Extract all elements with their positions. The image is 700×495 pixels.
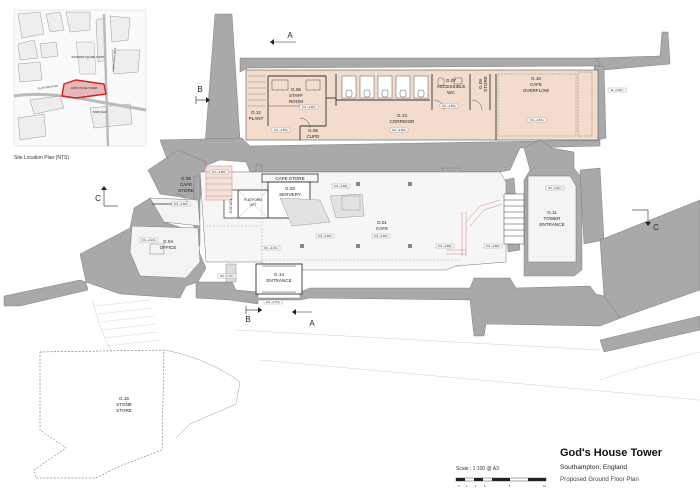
level-tag: FFL +3.88m: [334, 184, 348, 188]
section-a-label: A: [309, 319, 315, 328]
entrance-lobby: [225, 263, 303, 295]
level-tag: FFL +3.88m: [442, 104, 456, 108]
scale-mark: 0: [458, 485, 460, 488]
section-a-label: A: [287, 31, 293, 40]
room-name: CAFE STORE: [275, 176, 304, 181]
room-code: G.10: [531, 76, 541, 81]
room-name: OVERFLOW: [523, 88, 550, 93]
site-boundary: [61, 79, 107, 99]
scale-mark: 10: [543, 485, 546, 488]
level-tag: FFL +3.88m: [530, 118, 544, 122]
level-tag: FFL +3.88m: [302, 105, 316, 109]
room-name: ENTRANCE: [266, 278, 291, 283]
room-name: STONE: [116, 402, 132, 407]
section-b-top: [195, 96, 210, 104]
level-tag: FFL +3.88m: [392, 128, 406, 132]
scale-mark: 5: [509, 485, 511, 488]
location-plan-caption: Site Location Plan (NTS): [14, 155, 69, 161]
room-code: G.01: [377, 220, 387, 225]
room-name: ACCESSIBLE: [437, 84, 466, 89]
room-name: G.02 WCs: [229, 198, 233, 213]
room-name: STORE: [116, 408, 132, 413]
room-code: G.04: [163, 239, 173, 244]
section-c-right: [632, 209, 651, 226]
title-block: God's House Tower Southampton, England P…: [455, 447, 663, 488]
scale-mark: 2: [475, 485, 477, 488]
section-c-left: [101, 186, 118, 207]
section-b-label: B: [245, 315, 250, 324]
section-a-top: [270, 39, 296, 45]
room-name: TOWER: [543, 216, 561, 221]
level-tags: FFL +3.88m FFL +3.88m FFL +3.88m FFL +3.…: [139, 87, 627, 304]
level-tag: FFL +3.88m: [212, 170, 226, 174]
room-name: STORE: [483, 76, 488, 92]
room-code: G.14: [274, 272, 284, 277]
section-b-bottom: [245, 306, 262, 314]
room-code: G.03: [285, 186, 295, 191]
room-name: ROOM: [289, 99, 303, 104]
drawing-name: Proposed Ground Floor Plan: [560, 476, 639, 483]
room-name: WC: [447, 90, 455, 95]
room-name: CAFE: [530, 82, 542, 87]
scale-bar: [455, 477, 547, 482]
room-code: G.15: [119, 396, 129, 401]
room-labels: G.06 STAFF ROOM G.12 PLANT G.08 CUPD G.1…: [116, 76, 565, 413]
room-name: CAFE: [180, 182, 192, 187]
scale-mark: 1: [466, 485, 468, 488]
level-tag: FFL +3.88m: [438, 244, 452, 248]
drawing-location: Southampton, England: [560, 464, 627, 471]
scale-mark: 3: [484, 485, 486, 488]
room-name: STAFF: [289, 93, 303, 98]
room-name: STORE: [178, 188, 194, 193]
site-context-lines: [235, 329, 700, 401]
room-code: G.08: [308, 128, 318, 133]
room-name: LIFT: [250, 203, 257, 207]
road-label: TOWN QUAY: [93, 111, 108, 114]
room-name: CORRIDOR: [389, 119, 415, 124]
section-a-bottom: [292, 309, 312, 315]
room-code: G.07: [446, 78, 456, 83]
section-markers: [101, 39, 651, 315]
room-name: PLANT: [249, 116, 264, 121]
stone-store: [33, 299, 241, 479]
room-code: G.05: [181, 176, 191, 181]
cafe-floor: [199, 165, 577, 271]
room-code: G.09: [478, 79, 483, 89]
room-name: SERVERY: [279, 192, 301, 197]
site-location-plan: GOD'S HOUSE TOWER RICHARD'S SQUARE COURT…: [13, 9, 147, 161]
level-tag: FFL +3.40m: [142, 238, 156, 242]
level-tag: FFL +3.88m: [274, 128, 288, 132]
proposed-upper-block: [245, 69, 599, 141]
room-name: PLATFORM: [244, 198, 262, 202]
room-name: CAFE: [376, 226, 388, 231]
scale-label: Scale : 1:100 @ A3: [456, 466, 499, 472]
level-tag: FFL +3.88m: [374, 234, 388, 238]
level-tag: EL +3.95m: [611, 88, 624, 92]
room-code: G.13: [397, 113, 407, 118]
section-c-label: C: [95, 194, 101, 203]
road-label: LOWER CANAL WALK: [112, 47, 117, 72]
section-b-label: B: [197, 85, 202, 94]
level-tag: EX +3.82m: [549, 186, 562, 190]
site-label: GOD'S HOUSE TOWER: [71, 87, 97, 90]
court-label: RICHARD'S SQUARE COURT: [72, 56, 105, 59]
level-tag: FFL +3.88m: [318, 234, 332, 238]
room-name: OFFICE: [160, 245, 177, 250]
level-tag: FFL +3.40m: [264, 246, 278, 250]
drawing-title: God's House Tower: [560, 447, 663, 459]
room-code: G.06: [291, 87, 301, 92]
section-c-label: C: [653, 223, 659, 232]
level-tag: FFL +3.88m: [174, 202, 188, 206]
room-code: G.11: [547, 210, 557, 215]
room-code: G.12: [251, 110, 261, 115]
level-tag: FFL +3.88m: [486, 244, 500, 248]
room-name: ENTRANCE: [539, 222, 564, 227]
level-tag: FFL +3.75m: [266, 300, 280, 304]
level-tag: EX +3.70m: [221, 274, 234, 278]
road-label: PLATFORM ROAD: [38, 85, 59, 91]
room-name: CUPD: [306, 134, 320, 139]
